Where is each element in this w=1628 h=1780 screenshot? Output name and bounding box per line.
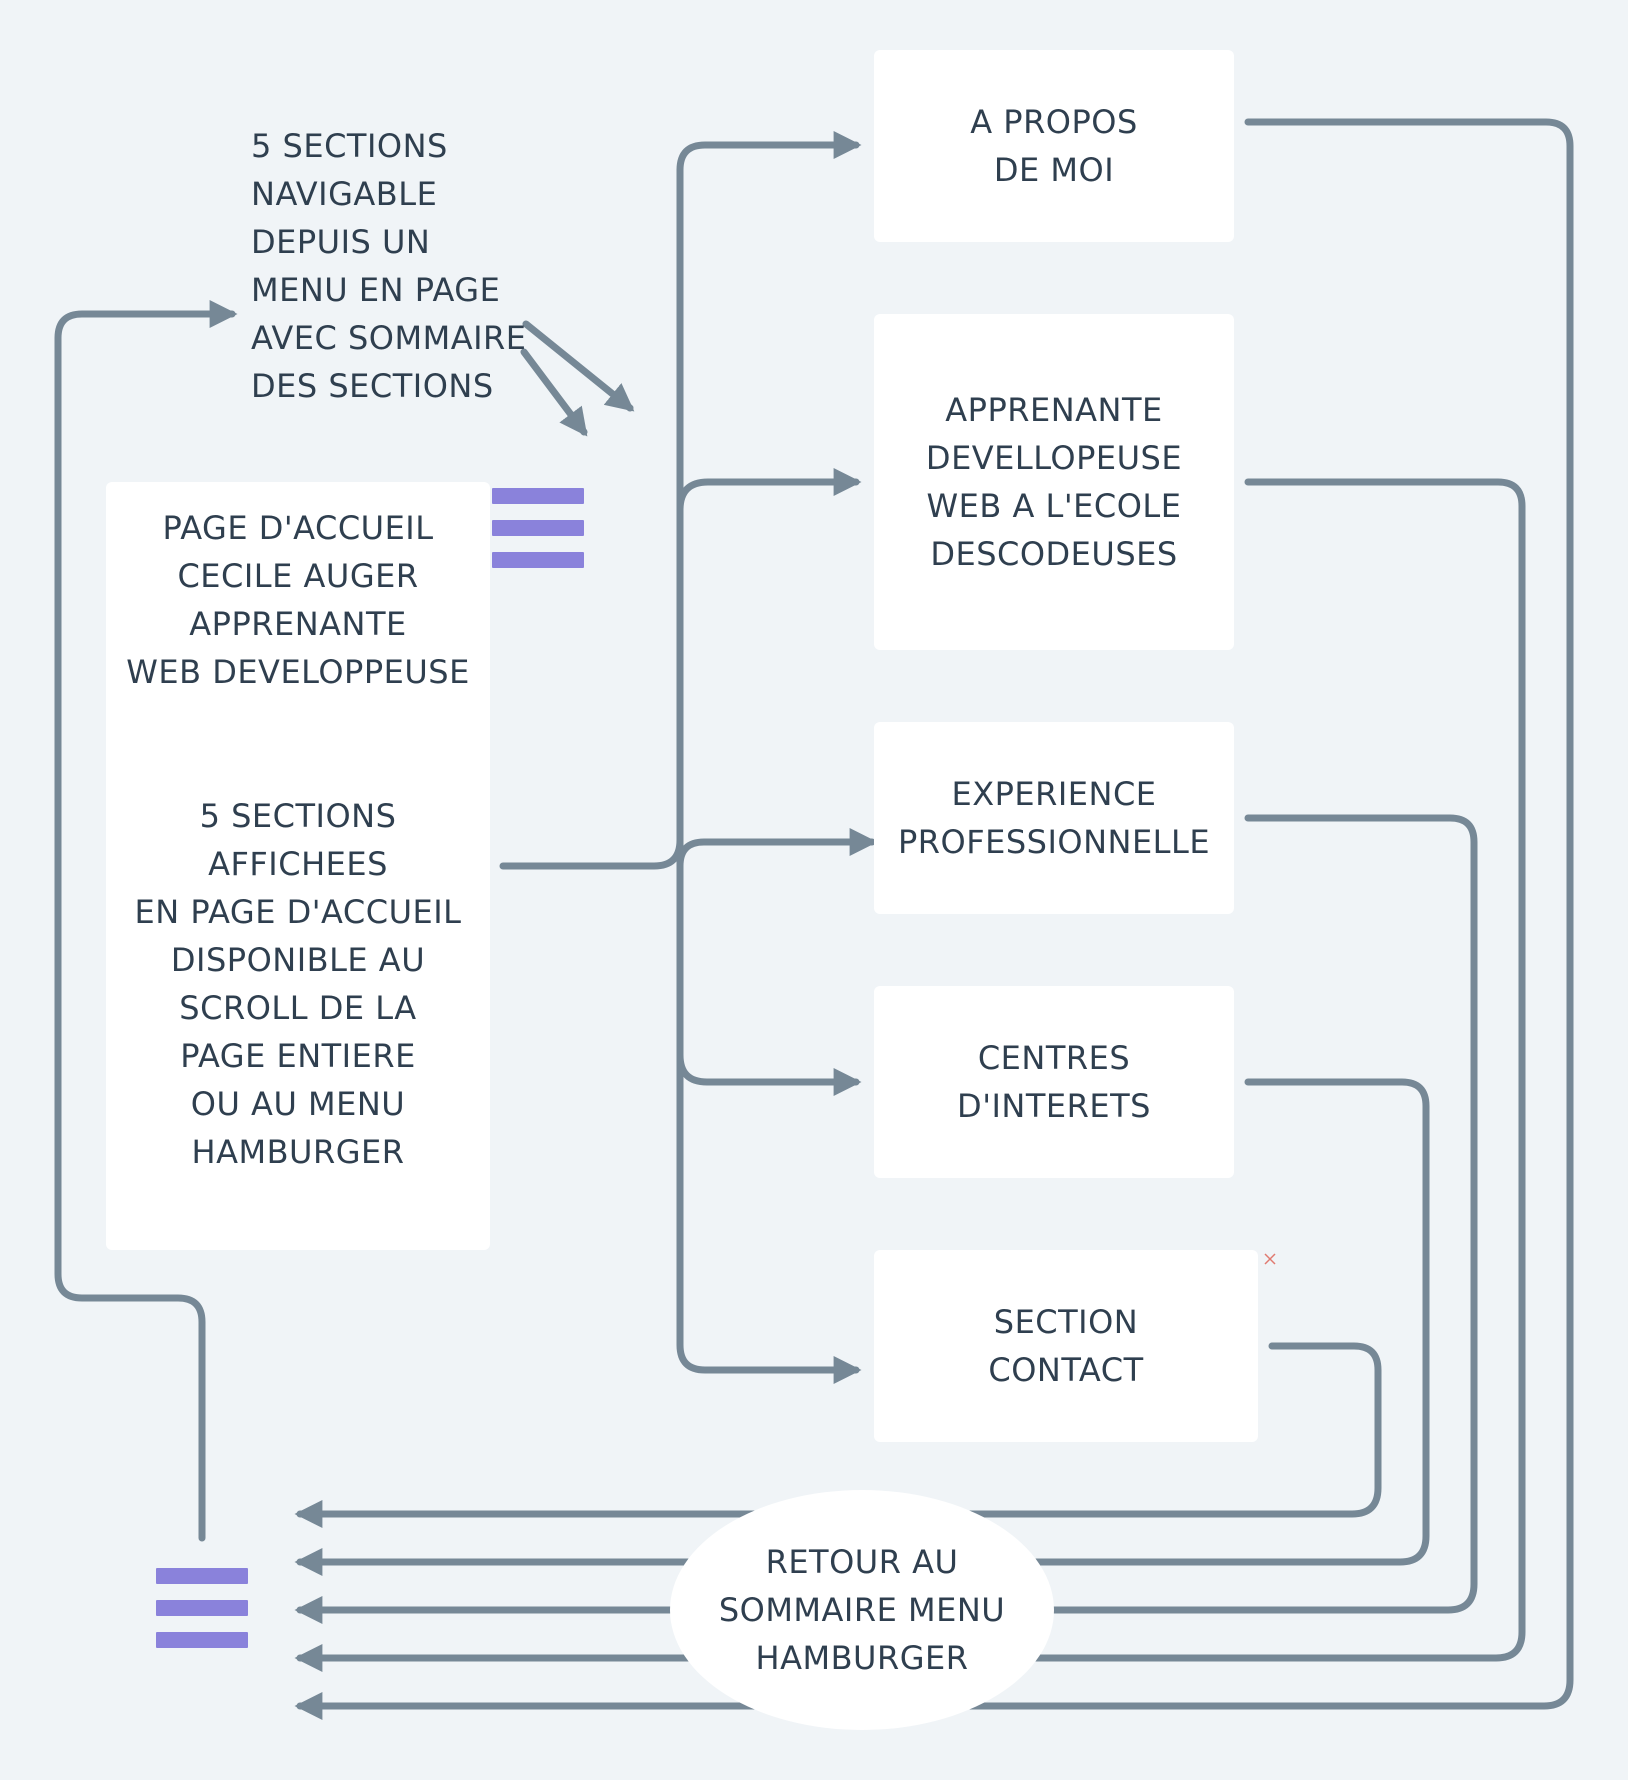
home-title: PAGE D'ACCUEIL CECILE AUGER APPRENANTE W…	[126, 509, 470, 691]
hamburger-icon[interactable]	[156, 1568, 248, 1648]
connector-menu-to-note	[54, 300, 238, 1542]
section-experience[interactable]: EXPERIENCE PROFESSIONNELLE	[874, 722, 1234, 914]
section-label: EXPERIENCE PROFESSIONNELLE	[897, 775, 1211, 861]
section-contact[interactable]: SECTION CONTACT	[874, 1250, 1258, 1442]
hamburger-icon[interactable]	[492, 488, 584, 568]
section-label: A PROPOS DE MOI	[970, 103, 1138, 189]
return-experience	[294, 814, 1478, 1624]
return-contact	[294, 1342, 1382, 1528]
return-a-propos	[294, 118, 1574, 1720]
home-description: 5 SECTIONS AFFICHEES EN PAGE D'ACCUEIL D…	[134, 797, 462, 1171]
section-label: SECTION CONTACT	[988, 1303, 1144, 1389]
retour-sommaire-oval[interactable]: RETOUR AU SOMMAIRE MENU HAMBURGER	[670, 1490, 1054, 1730]
connector-note-diagonal-1	[522, 320, 635, 412]
home-page-box: PAGE D'ACCUEIL CECILE AUGER APPRENANTE W…	[106, 482, 490, 1250]
navigation-note: 5 SECTIONS NAVIGABLE DEPUIS UN MENU EN P…	[251, 127, 527, 405]
return-centres	[294, 1078, 1430, 1576]
section-label: APPRENANTE DEVELLOPEUSE WEB A L'ECOLE DE…	[925, 391, 1183, 573]
connector-note-diagonal-2	[520, 348, 588, 437]
connector-apprenante	[676, 468, 862, 514]
connector-home-to-sections	[499, 836, 684, 870]
section-apprenante[interactable]: APPRENANTE DEVELLOPEUSE WEB A L'ECOLE DE…	[874, 314, 1234, 650]
close-icon[interactable]	[1262, 1251, 1278, 1267]
retour-label: RETOUR AU SOMMAIRE MENU HAMBURGER	[718, 1543, 1006, 1677]
connector-experience	[676, 828, 878, 870]
return-apprenante	[294, 478, 1526, 1672]
connector-bus	[676, 131, 862, 174]
section-label: CENTRES D'INTERETS	[957, 1039, 1151, 1125]
section-a-propos[interactable]: A PROPOS DE MOI	[874, 50, 1234, 242]
section-centres-interets[interactable]: CENTRES D'INTERETS	[874, 986, 1234, 1178]
connector-centres	[676, 1051, 862, 1096]
